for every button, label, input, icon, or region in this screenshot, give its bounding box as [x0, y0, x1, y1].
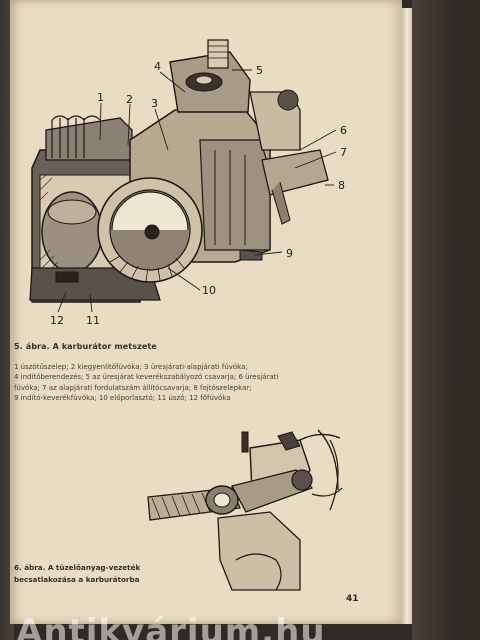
page-edge [402, 8, 412, 624]
callout-12: 12 [50, 314, 64, 327]
page-number: 41 [346, 594, 359, 604]
edge-mark: r [0, 33, 10, 46]
edge-mark: C [0, 22, 3, 30]
figure5-legend: 1 úszótűszelep; 2 kiegyenlítőfúvóka; 3 ü… [14, 362, 344, 403]
edge-mark: s [0, 150, 10, 163]
legend-line: 9 indító-keverékfúvóka; 10 előporlasztó;… [14, 393, 231, 402]
callout-5: 5 [256, 64, 263, 77]
edge-mark: s [0, 202, 10, 215]
edge-mark: m [0, 178, 5, 186]
legend-line: fúvóka; 7 az alapjárati fordulatszám áll… [14, 383, 252, 392]
edge-mark: d [0, 61, 3, 69]
edge-mark: g [0, 217, 3, 225]
watermark: Antikvárium.hu [16, 612, 326, 640]
fuel-line-drawing [147, 429, 343, 591]
edge-mark: n [0, 126, 3, 134]
legend-line: 1 úszótűszelep; 2 kiegyenlítőfúvóka; 3 ü… [14, 363, 248, 371]
edge-mark: s [0, 46, 10, 59]
figure5-callout-labels: 1 2 3 4 5 6 7 8 9 10 11 12 [50, 60, 347, 327]
figure6-title-line2: becsatlakozása a karburátorba [14, 575, 140, 584]
figure5-title: 5. ábra. A karburátor metszete [14, 342, 157, 351]
callout-2: 2 [126, 93, 133, 106]
callout-3: 3 [151, 97, 158, 110]
callout-7: 7 [340, 146, 347, 159]
callout-6: 6 [340, 124, 347, 137]
callout-11: 11 [86, 314, 100, 327]
leader-lines-fig5 [57, 69, 337, 313]
figure6-title-line1: 6. ábra. A tüzelőanyag-vezeték [14, 563, 141, 572]
callout-8: 8 [338, 179, 345, 192]
edge-mark: g [0, 100, 3, 108]
edge-mark: s [0, 72, 10, 85]
figure6-title: 6. ábra. A tüzelőanyag-vezeték becsatlak… [14, 562, 140, 586]
edge-mark: d [0, 165, 3, 173]
callout-1: 1 [97, 91, 104, 104]
edge-mark: m [0, 191, 5, 199]
callout-10: 10 [202, 284, 216, 297]
carburetor-cutaway-drawing [29, 39, 329, 303]
left-edge-marks: C r s d s l g l n l s d m m s g [0, 20, 10, 228]
callout-9: 9 [286, 247, 293, 260]
legend-line: 4 indítóberendezés; 5 az üresjárat kever… [14, 373, 279, 382]
background-right [412, 0, 480, 640]
callout-4: 4 [154, 60, 161, 73]
